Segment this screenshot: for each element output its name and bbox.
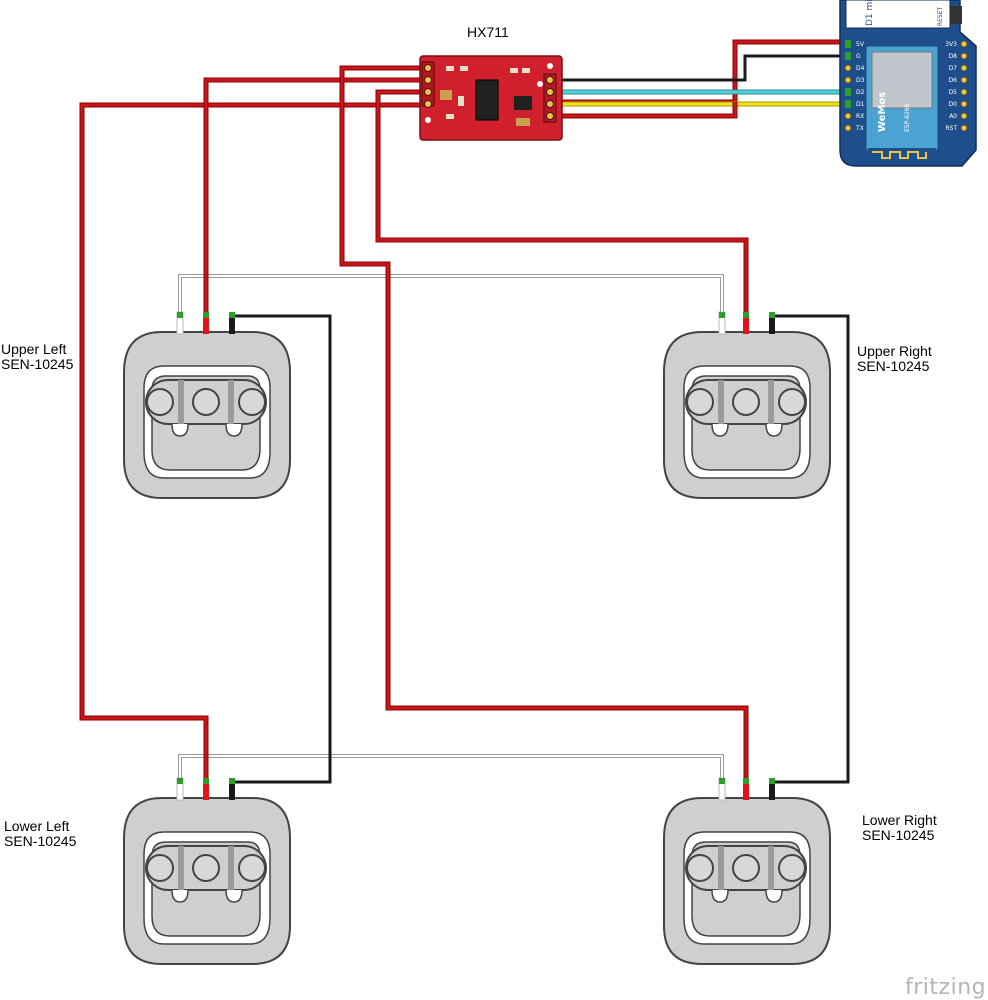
white-wire-lower <box>178 754 724 780</box>
black-wire-right <box>772 314 850 784</box>
label-lower-right-name: Lower Right <box>862 812 937 828</box>
label-upper-right-name: Upper Right <box>857 343 932 359</box>
load-cell-terminals <box>176 311 775 801</box>
label-upper-right: Upper Right SEN-10245 <box>857 344 932 374</box>
hx711-title: HX711 <box>467 24 509 40</box>
wemos-right-pin-label: 3V3 <box>945 41 957 48</box>
wemos-brand-text: WeMos <box>877 92 888 132</box>
white-wire-upper <box>178 274 724 316</box>
wemos-left-pin-label: 5V <box>856 41 865 48</box>
label-lower-right: Lower Right SEN-10245 <box>862 813 937 843</box>
black-wire-left <box>232 314 332 784</box>
wemos-right-pin-label: D0 <box>949 101 958 108</box>
label-upper-left-name: Upper Left <box>1 341 67 357</box>
label-upper-left: Upper Left SEN-10245 <box>1 342 73 372</box>
wemos-reset-label: RESET <box>937 6 944 26</box>
wemos-left-pin-label: G <box>856 53 861 60</box>
hx711-board <box>419 55 563 141</box>
label-lower-left-name: Lower Left <box>4 818 70 834</box>
label-upper-left-part: SEN-10245 <box>1 356 74 372</box>
wemos-logo-text: D1 mini <box>865 0 875 26</box>
black-wire-gnd <box>548 54 848 82</box>
load-cell-upper-right <box>663 331 831 499</box>
label-lower-left: Lower Left SEN-10245 <box>4 819 76 849</box>
wemos-left-pin-label: RX <box>856 113 864 120</box>
wemos-right-pin-label: D7 <box>949 65 958 72</box>
wemos-right-pin-label: D8 <box>949 53 958 60</box>
wemos-left-pin-label: D1 <box>856 101 865 108</box>
wemos-right-pin-label: D6 <box>949 77 958 84</box>
wemos-left-pin-label: TX <box>855 125 864 132</box>
wemos-right-pin-label: RST <box>945 125 957 132</box>
wemos-d1-mini <box>839 0 977 167</box>
wires <box>79 39 850 784</box>
label-lower-right-part: SEN-10245 <box>862 827 935 843</box>
wemos-model-text: ESP-8266 <box>904 103 911 132</box>
wemos-left-pin-label: D4 <box>856 65 865 72</box>
wemos-left-pin-label: D3 <box>856 77 865 84</box>
label-upper-right-part: SEN-10245 <box>857 358 930 374</box>
load-cell-lower-right <box>663 797 831 965</box>
load-cell-lower-left <box>123 797 291 965</box>
fritzing-logo: fritzing <box>905 975 987 1000</box>
wemos-right-pin-label: A0 <box>949 113 957 120</box>
wemos-right-pin-label: D5 <box>949 89 958 96</box>
label-lower-left-part: SEN-10245 <box>4 833 77 849</box>
wemos-left-pin-label: D2 <box>856 89 865 96</box>
load-cell-upper-left <box>123 331 291 499</box>
